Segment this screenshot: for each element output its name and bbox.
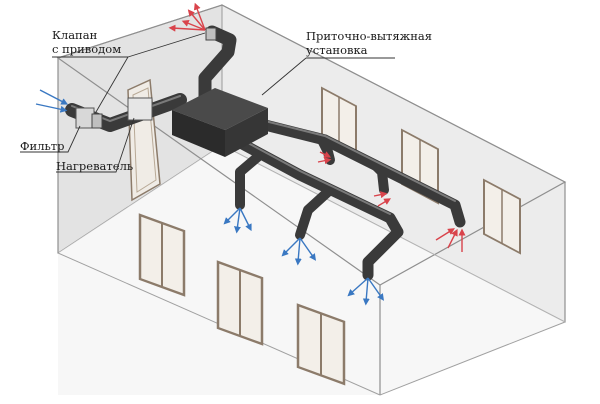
filter-label: Фильтр [20, 139, 65, 153]
room-floor-edge-2 [379, 321, 566, 396]
valve-label: Клапан с приводом [52, 28, 121, 56]
exhaust-air-arrow-icon [317, 151, 332, 165]
window-icon [138, 213, 186, 297]
supply-air-arrows [35, 89, 385, 306]
valve-leader [52, 56, 129, 113]
valve-label-line2: с приводом [52, 42, 122, 56]
valve-actuator [91, 27, 217, 129]
supply-air-arrow-icon [223, 207, 252, 234]
ahu-leader [261, 57, 395, 96]
ahu-label-line1: Приточно-вытяжная [306, 29, 433, 43]
window-icon [216, 260, 264, 346]
room-front-wall [58, 145, 565, 395]
ahu-label-line2: установка [306, 43, 368, 57]
window-icon [296, 303, 346, 386]
heater-unit [127, 97, 153, 121]
exhaust-air-arrow-icon [373, 191, 392, 207]
heater-leader [56, 117, 135, 173]
exhaust-main-duct [259, 119, 466, 228]
supply-branch-2 [295, 185, 335, 240]
exhaust-branch-2 [370, 160, 389, 195]
exhaust-air-arrow-icon [168, 2, 206, 32]
exhaust-air-arrow-icon [435, 228, 466, 252]
supply-air-arrow-icon [347, 277, 385, 306]
filter-unit [75, 107, 95, 129]
window-icon [483, 178, 521, 255]
filter-leader [20, 125, 81, 153]
supply-main-duct [229, 134, 404, 281]
ahu-label: Приточно-вытяжная установка [306, 29, 432, 57]
air-handling-unit [172, 88, 268, 157]
outdoor-exhaust-duct [198, 25, 237, 109]
valve-label-line1: Клапан [52, 28, 98, 42]
leader-lines [20, 32, 395, 173]
supply-air-arrow-icon [35, 89, 69, 113]
valve-leader-2 [127, 32, 206, 58]
supply-branch-1 [235, 150, 265, 210]
heater-label: Нагреватель [56, 159, 134, 173]
exhaust-air-arrows [168, 2, 466, 252]
supply-air-arrow-icon [281, 237, 317, 266]
